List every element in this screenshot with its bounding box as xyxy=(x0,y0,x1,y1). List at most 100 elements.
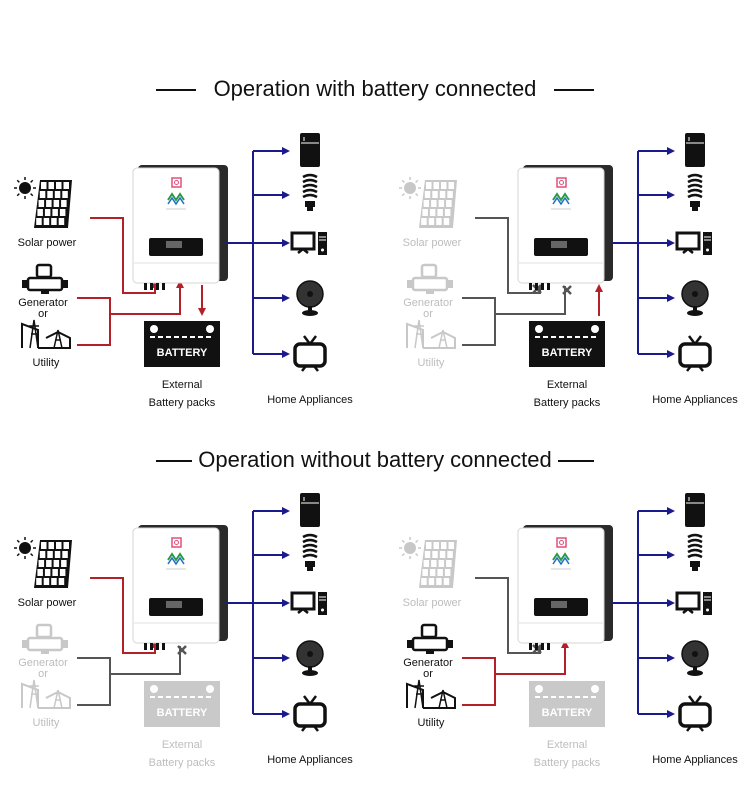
utility-label: Utility xyxy=(418,357,445,369)
brand-logo-icon xyxy=(166,192,186,210)
heading-text: Operation with battery connected xyxy=(213,76,537,101)
solar-power-label: Solar power xyxy=(18,237,77,249)
arrow-head-icon xyxy=(282,507,290,515)
arrow-head-icon xyxy=(667,710,675,718)
power-button-icon xyxy=(556,537,567,548)
hybrid-inverter-icon xyxy=(517,165,613,290)
scenario-group: Solar powerGeneratororUtilityBATTERYExte… xyxy=(399,493,738,769)
terminal-connector xyxy=(535,283,538,290)
utility-label: Utility xyxy=(33,357,60,369)
battery-label: BATTERY xyxy=(157,707,208,719)
battery-label-line1: External xyxy=(547,739,587,751)
solar-power-label: Solar power xyxy=(403,597,462,609)
brand-logo-icon xyxy=(166,552,186,570)
or-label: or xyxy=(423,668,433,680)
arrow-head-icon xyxy=(667,147,675,155)
battery-label-line2: Battery packs xyxy=(149,397,216,409)
power-button-icon xyxy=(171,537,182,548)
brand-logo-icon xyxy=(551,192,571,210)
terminal-connector xyxy=(162,283,165,290)
battery-label: BATTERY xyxy=(542,707,593,719)
battery-label-line1: External xyxy=(162,379,202,391)
diagram-with-battery-solar-grid-charging: Solar powerGeneratororUtilityBATTERYExte… xyxy=(14,133,353,409)
home-appliances-label: Home Appliances xyxy=(267,394,353,406)
arrow-head-icon xyxy=(282,239,290,247)
solar-input-line xyxy=(90,217,156,294)
or-label: or xyxy=(38,308,48,320)
generator-icon xyxy=(22,263,68,294)
arrow-head-icon xyxy=(667,350,675,358)
diagram-with-battery-discharging: Solar powerGeneratororUtilityBATTERYExte… xyxy=(399,133,738,409)
terminal-connector xyxy=(144,283,147,290)
heading-rule-left xyxy=(156,460,193,463)
utility-label: Utility xyxy=(33,717,60,729)
battery-icon: BATTERY xyxy=(529,681,605,727)
power-button-icon xyxy=(556,177,567,188)
arrow-head-icon xyxy=(198,308,206,316)
generator-label: Generator xyxy=(18,657,68,669)
arrow-head-icon xyxy=(667,294,675,302)
terminal-connector xyxy=(547,283,550,290)
computer-icon xyxy=(675,231,712,255)
power-button-icon xyxy=(171,177,182,188)
terminal-connector xyxy=(150,283,153,290)
home-appliances-label: Home Appliances xyxy=(652,754,738,766)
computer-icon xyxy=(290,591,327,615)
or-label: or xyxy=(38,668,48,680)
battery-label-line2: Battery packs xyxy=(534,397,601,409)
light-bulb-icon xyxy=(687,533,703,571)
battery-label-line1: External xyxy=(162,739,202,751)
arrow-head-icon xyxy=(595,284,603,292)
arrow-head-icon xyxy=(282,191,290,199)
generator-icon xyxy=(407,623,453,654)
hybrid-inverter-icon xyxy=(132,165,228,290)
heading-with-battery: Operation with battery connected xyxy=(0,76,750,102)
utility-grid-icon xyxy=(406,679,456,709)
arrow-head-icon xyxy=(561,640,569,648)
solar-panel-icon xyxy=(399,177,457,228)
battery-label-line2: Battery packs xyxy=(534,757,601,769)
battery-icon: BATTERY xyxy=(144,681,220,727)
disconnected-x-icon xyxy=(562,285,572,295)
light-bulb-icon xyxy=(302,173,318,211)
solar-panel-icon xyxy=(14,177,72,228)
hybrid-inverter-icon xyxy=(517,525,613,650)
television-icon xyxy=(678,335,712,372)
refrigerator-icon xyxy=(300,493,320,527)
terminal-connector xyxy=(150,643,153,650)
solar-power-label: Solar power xyxy=(18,597,77,609)
scenario-group: Solar powerGeneratororUtilityBATTERYExte… xyxy=(399,133,738,409)
utility-label: Utility xyxy=(418,717,445,729)
utility-grid-icon xyxy=(21,319,71,349)
solar-power-label: Solar power xyxy=(403,237,462,249)
solar-panel-icon xyxy=(14,537,72,588)
battery-icon: BATTERY xyxy=(529,321,605,367)
grid-input-bus xyxy=(77,297,111,346)
arrow-head-icon xyxy=(282,599,290,607)
disconnected-x-icon xyxy=(177,645,187,655)
grid-input-line xyxy=(495,286,566,315)
arrow-head-icon xyxy=(176,280,184,288)
grid-input-bus xyxy=(462,297,496,346)
brand-logo-icon xyxy=(551,552,571,570)
arrow-head-icon xyxy=(282,147,290,155)
terminal-connector xyxy=(529,643,532,650)
arrow-head-icon xyxy=(282,294,290,302)
refrigerator-icon xyxy=(685,133,705,167)
terminal-connector xyxy=(535,643,538,650)
computer-icon xyxy=(675,591,712,615)
arrow-head-icon xyxy=(667,239,675,247)
battery-label: BATTERY xyxy=(157,347,208,359)
home-appliances-label: Home Appliances xyxy=(652,394,738,406)
heading-without-battery: Operation without battery connected xyxy=(0,447,750,473)
scenario-group: Solar powerGeneratororUtilityBATTERYExte… xyxy=(14,133,353,409)
fan-icon xyxy=(681,640,709,676)
terminal-connector xyxy=(541,643,544,650)
terminal-connector xyxy=(162,643,165,650)
grid-input-line xyxy=(110,646,181,675)
heading-rule-right xyxy=(557,460,594,463)
terminal-connector xyxy=(547,643,550,650)
terminal-connector xyxy=(541,283,544,290)
battery-label: BATTERY xyxy=(542,347,593,359)
refrigerator-icon xyxy=(685,493,705,527)
